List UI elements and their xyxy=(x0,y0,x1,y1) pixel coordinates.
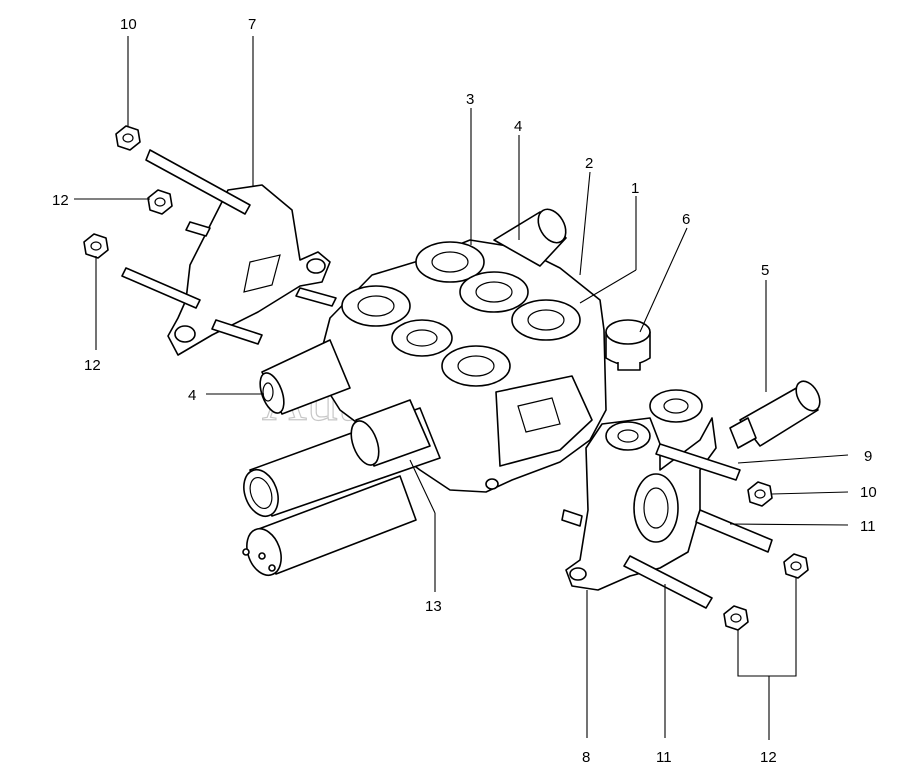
part-11-stud-bottom xyxy=(623,555,713,609)
callout-6: 6 xyxy=(682,211,690,228)
callout-5: 5 xyxy=(761,262,769,279)
part-4-spool-cap-top xyxy=(493,208,567,267)
callout-3: 3 xyxy=(466,91,474,108)
nut-12-right-b xyxy=(723,605,749,631)
part-13-solenoid-spool xyxy=(242,399,441,577)
nut-10-right xyxy=(747,481,773,507)
callout-12-left-top: 12 xyxy=(52,192,69,209)
callout-11-bottom: 11 xyxy=(656,749,672,766)
nut-12-left-top xyxy=(147,189,173,215)
part-4-spool-end-left xyxy=(259,339,351,415)
callout-4-left: 4 xyxy=(188,387,196,404)
part-5-solenoid-cartridge xyxy=(729,380,821,449)
part-11-stud-right xyxy=(695,509,773,553)
callout-12-bottom: 12 xyxy=(760,749,777,766)
callout-10-right: 10 xyxy=(860,484,877,501)
callout-8: 8 xyxy=(582,749,590,766)
callout-7: 7 xyxy=(248,16,256,33)
callout-4-top: 4 xyxy=(514,118,522,135)
callout-1: 1 xyxy=(631,180,639,197)
callout-10-top: 10 xyxy=(120,16,137,33)
callout-12-left-bottom: 12 xyxy=(84,357,101,374)
nut-10-top xyxy=(115,125,141,151)
part-7-end-bracket xyxy=(121,149,337,356)
callout-11-right: 11 xyxy=(860,518,876,535)
callout-13: 13 xyxy=(425,598,442,615)
part-9-stud xyxy=(655,443,741,481)
callout-9: 9 xyxy=(864,448,872,465)
leader-lines xyxy=(74,36,849,740)
part-6-plug xyxy=(605,319,651,371)
nut-12-left-bottom xyxy=(83,233,109,259)
nut-12-right-a xyxy=(783,553,809,579)
callout-2: 2 xyxy=(585,155,593,172)
